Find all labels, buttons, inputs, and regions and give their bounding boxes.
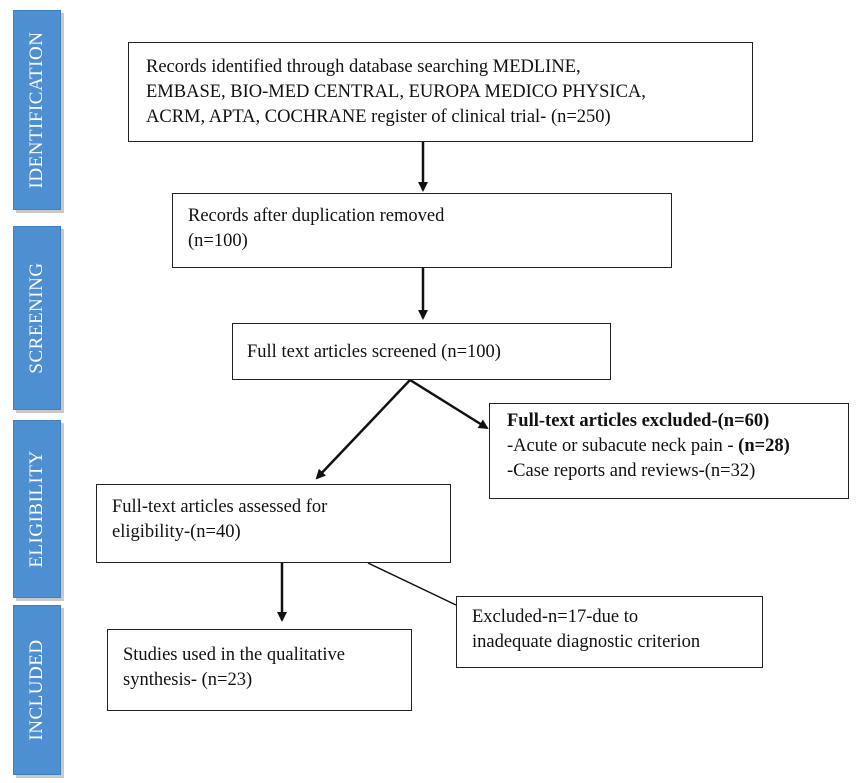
arrow-screened-to-excluded xyxy=(409,378,489,430)
deduplicated-line-1: Records after duplication removed xyxy=(188,206,445,226)
deduplicated-line-2: (n=100) xyxy=(188,231,248,251)
box-studies-included: Studies used in the qualitative synthesi… xyxy=(107,629,412,711)
arrow-screened-to-eligibility xyxy=(315,379,411,480)
excluded-reason-acute-count: (n=28) xyxy=(738,436,790,456)
included-line-2: synthesis- (n=23) xyxy=(123,670,253,690)
identified-line-1: Records identified through database sear… xyxy=(146,57,581,77)
phase-identification: IDENTIFICATION xyxy=(13,10,61,210)
box-full-text-screened: Full text articles screened (n=100) xyxy=(232,323,611,380)
screened-line-1: Full text articles screened (n=100) xyxy=(247,342,501,362)
eligibility-line-1: Full-text articles assessed for xyxy=(112,497,328,517)
box-records-deduplicated: Records after duplication removed (n=100… xyxy=(172,193,672,268)
phase-screening: SCREENING xyxy=(13,226,61,410)
excluded-reason-acute-text: -Acute or subacute neck pain - xyxy=(507,436,739,456)
identified-line-2: EMBASE, BIO-MED CENTRAL, EUROPA MEDICO P… xyxy=(146,82,646,102)
excluded-reason-acute: -Acute or subacute neck pain - (n=28) xyxy=(507,434,848,459)
identified-line-3: ACRM, APTA, COCHRANE register of clinica… xyxy=(146,107,611,127)
phase-eligibility: ELIGIBILITY xyxy=(13,420,61,598)
excluded-title: Full-text articles excluded-(n=60) xyxy=(507,411,770,431)
included-line-1: Studies used in the qualitative xyxy=(123,645,345,665)
box-full-text-excluded: Full-text articles excluded-(n=60) -Acut… xyxy=(489,403,849,499)
excluded-diagnostic-line-2: inadequate diagnostic criterion xyxy=(472,632,701,652)
phase-included: INCLUDED xyxy=(13,605,61,775)
box-excluded-diagnostic: Excluded-n=17-due to inadequate diagnost… xyxy=(456,596,763,668)
connector-eligibility-to-excluded-diagnostic xyxy=(367,562,457,606)
box-records-identified: Records identified through database sear… xyxy=(128,42,753,142)
eligibility-line-2: eligibility-(n=40) xyxy=(112,522,241,542)
excluded-reason-case-reports: -Case reports and reviews-(n=32) xyxy=(507,461,756,481)
box-eligibility-assessed: Full-text articles assessed for eligibil… xyxy=(96,484,451,563)
excluded-diagnostic-line-1: Excluded-n=17-due to xyxy=(472,607,639,627)
